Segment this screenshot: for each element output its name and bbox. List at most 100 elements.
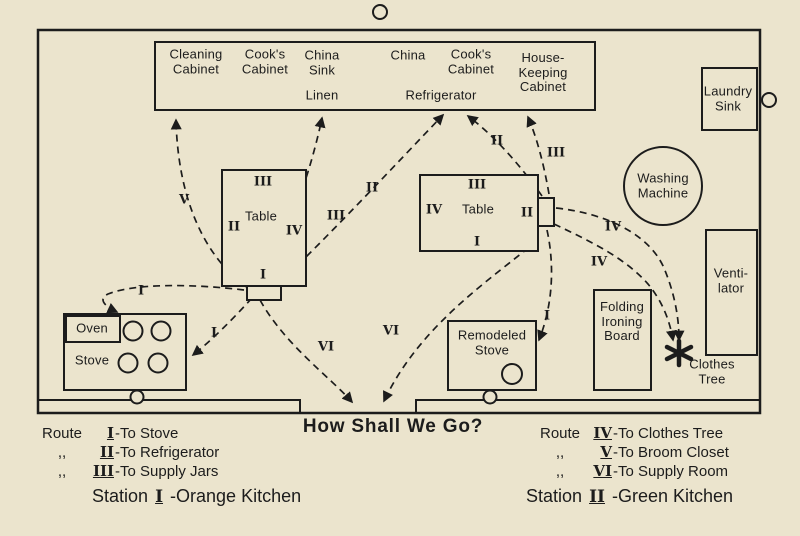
label-table-right: Table	[461, 201, 495, 217]
label-remodeled-stove: Remodeled Stove	[457, 327, 527, 357]
route-label-iii-left: III	[326, 208, 346, 224]
label-table-left: Table	[244, 208, 278, 224]
legend-right-row-broom-closet: ,, V -To Broom Closet	[534, 443, 733, 462]
ventilator-box	[705, 229, 758, 356]
table-right-stool	[537, 197, 555, 227]
legend-numeral: VI	[593, 462, 612, 480]
legend-prefix: ,,	[57, 444, 67, 461]
legend-numeral: I	[106, 424, 114, 442]
route-vi-left-path	[259, 299, 354, 404]
station-name: -Orange Kitchen	[170, 486, 302, 506]
bottom-wall-right	[415, 399, 760, 413]
route-label-iv-upper: IV	[604, 219, 622, 235]
label-china: China	[390, 47, 426, 63]
station-prefix: Station	[92, 486, 149, 506]
washing-machine-circle	[623, 146, 703, 226]
door-knob-bottom-left-icon	[129, 389, 145, 405]
legend-left-row-stove: Route I -To Stove	[36, 424, 301, 443]
legend-prefix: Route	[41, 425, 83, 442]
label-cooks-cabinet-right: Cook's Cabinet	[447, 46, 495, 76]
cabinet-row-box	[154, 41, 596, 111]
legend-numeral: V	[600, 443, 612, 461]
marker-left-table-iv: IV	[285, 223, 303, 239]
route-label-v-left: V	[178, 192, 190, 208]
marker-right-table-i: I	[473, 234, 481, 250]
legend-destination: -To Supply Jars	[115, 463, 219, 480]
legend-prefix: Route	[539, 425, 581, 442]
station-numeral: II	[589, 487, 605, 507]
route-label-ii-right: II	[490, 133, 504, 149]
marker-left-table-i: I	[259, 267, 267, 283]
route-vi-right-path	[383, 239, 539, 403]
ironing-board-box	[593, 289, 652, 391]
label-refrigerator: Refrigerator	[405, 87, 477, 103]
station-prefix: Station	[526, 486, 583, 506]
legend-prefix: ,,	[57, 463, 67, 480]
station-right-caption: Station II -Green Kitchen	[526, 486, 733, 507]
route-v-path	[170, 118, 249, 289]
label-laundry-sink: Laundry Sink	[703, 83, 753, 113]
outer-wall	[36, 28, 762, 415]
legend-left-row-refrigerator: ,, II -To Refrigerator	[36, 443, 301, 462]
marker-right-table-iv: IV	[425, 202, 443, 218]
burner-icon	[122, 320, 144, 342]
marker-left-table-ii: II	[227, 219, 241, 235]
label-stove: Stove	[74, 352, 110, 368]
remodeled-stove-burner-icon	[501, 363, 523, 385]
caption-question: How Shall We Go?	[302, 416, 484, 437]
legend-destination: -To Broom Closet	[613, 444, 729, 461]
station-left-caption: Station I -Orange Kitchen	[92, 486, 301, 507]
route-label-iii-right: III	[546, 145, 566, 161]
route-label-vi-right: VI	[382, 323, 400, 339]
label-china-sink: China Sink	[304, 47, 340, 77]
station-numeral: I	[155, 487, 164, 507]
route-i-left-long-path	[102, 284, 245, 314]
laundry-sink-box	[701, 67, 758, 131]
table-left-stool	[246, 285, 282, 301]
label-linen: Linen	[305, 87, 339, 103]
route-i-left-short-path	[191, 297, 253, 357]
route-label-i-left-far: I	[137, 283, 145, 299]
route-iii-right-path	[526, 115, 550, 195]
route-label-ii-left: II	[365, 180, 379, 196]
legend-numeral: III	[92, 462, 114, 480]
legend-left: Route I -To Stove ,, II -To Refrigerator…	[36, 424, 301, 507]
oven-box	[65, 315, 121, 343]
legend-destination: -To Stove	[115, 425, 179, 442]
route-label-i-right: I	[543, 308, 551, 324]
route-label-i-left-near: I	[210, 325, 218, 341]
burner-icon	[147, 352, 169, 374]
door-knob-top-icon	[372, 4, 388, 20]
route-iv-upper-path	[555, 207, 685, 342]
route-iii-left-path	[259, 116, 326, 289]
label-cleaning-cabinet: Cleaning Cabinet	[169, 46, 223, 76]
table-right-box	[419, 174, 539, 252]
marker-left-table-iii: III	[253, 174, 273, 190]
route-i-right-path	[537, 229, 553, 342]
legend-destination: -To Refrigerator	[115, 444, 220, 461]
legend-destination: -To Supply Room	[613, 463, 729, 480]
legend-right-row-clothes-tree: Route IV -To Clothes Tree	[534, 424, 733, 443]
door-knob-bottom-right-icon	[482, 389, 498, 405]
bottom-wall-left	[38, 399, 301, 413]
marker-right-table-ii: II	[520, 205, 534, 221]
station-name: -Green Kitchen	[611, 486, 734, 506]
legend-left-row-supply-jars: ,, III -To Supply Jars	[36, 462, 301, 481]
route-label-vi-left: VI	[317, 339, 335, 355]
legend-numeral: II	[99, 443, 114, 461]
label-ironing-board: Folding Ironing Board	[599, 299, 645, 344]
legend-prefix: ,,	[555, 444, 565, 461]
label-washing-machine: Washing Machine	[637, 170, 689, 200]
door-knob-right-icon	[761, 92, 777, 108]
clothes-tree-icon	[664, 338, 694, 368]
legend-numeral: IV	[593, 424, 612, 442]
route-label-iv-lower: IV	[590, 254, 608, 270]
label-ventilator: Venti- lator	[713, 265, 749, 295]
burner-icon	[117, 352, 139, 374]
label-cooks-cabinet-left: Cook's Cabinet	[241, 46, 289, 76]
label-housekeeping-cabinet: House- Keeping Cabinet	[518, 50, 568, 95]
marker-right-table-iii: III	[467, 177, 487, 193]
label-clothes-tree: Clothes Tree	[689, 356, 735, 386]
